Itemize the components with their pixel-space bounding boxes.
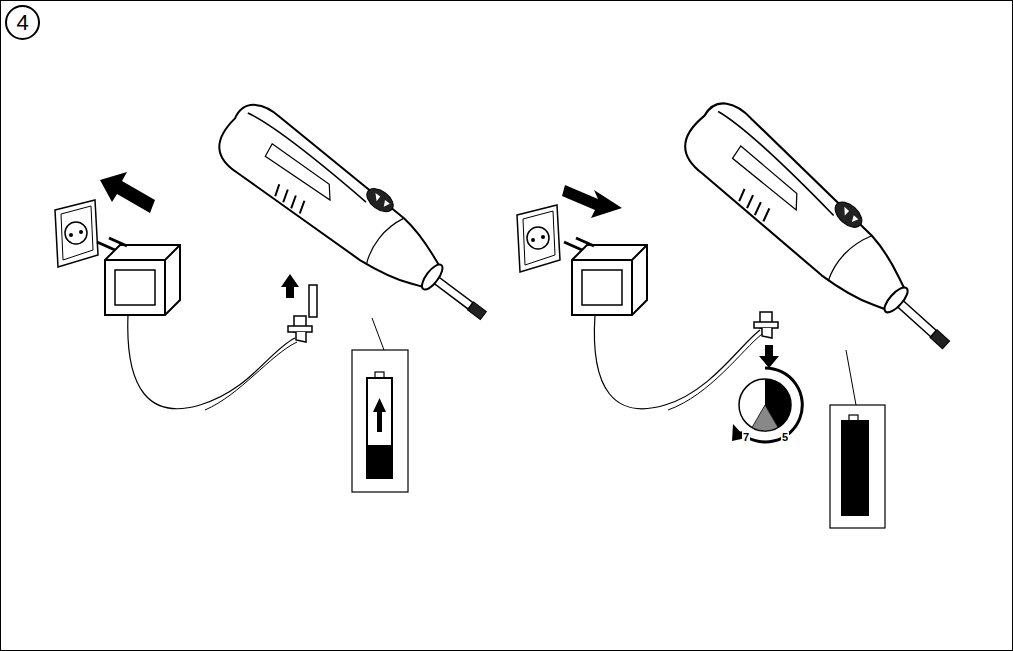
time-mark: 5 (781, 432, 789, 443)
step-number-circle: 4 (5, 5, 40, 40)
step-number: 4 (16, 12, 28, 34)
time-mark: 7 (742, 432, 750, 443)
